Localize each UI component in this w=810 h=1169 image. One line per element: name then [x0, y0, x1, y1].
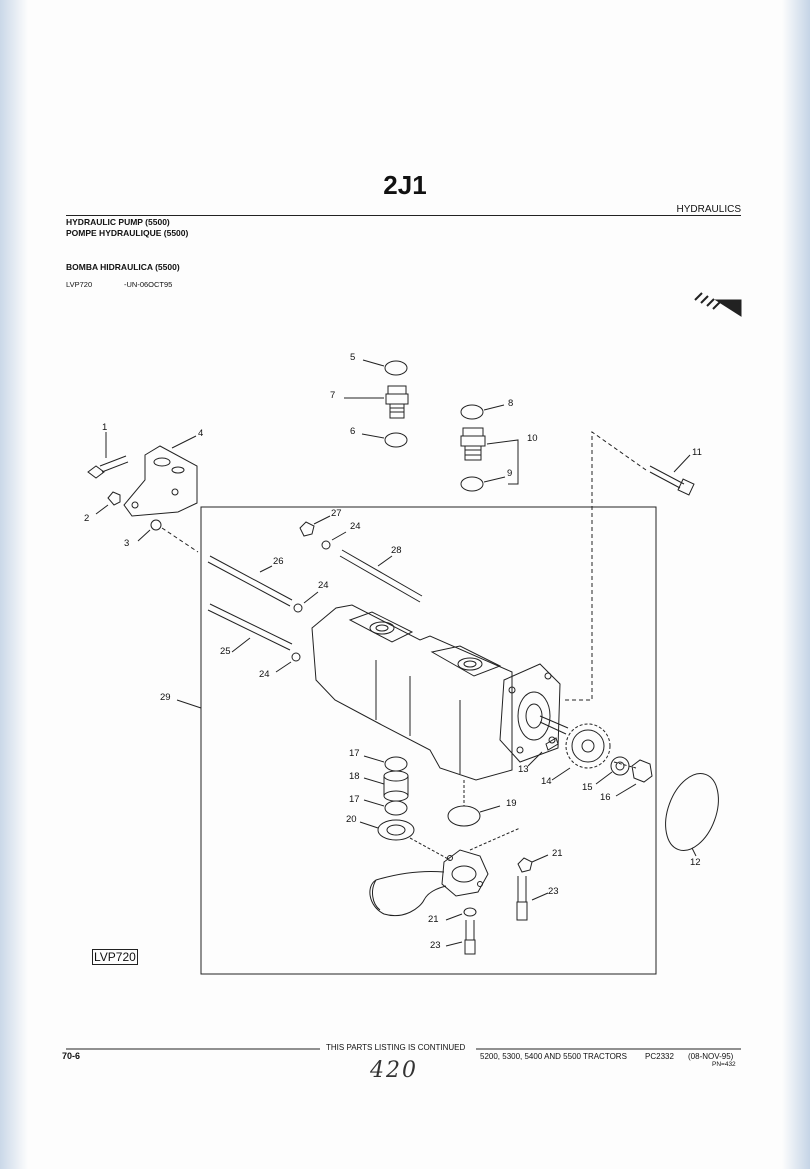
stud-28	[339, 549, 423, 603]
models-label: 5200, 5300, 5400 AND 5500 TRACTORS	[480, 1052, 627, 1061]
callout-13: 13	[518, 764, 529, 775]
callout-24b: 24	[318, 580, 329, 591]
lock-washer-15	[610, 756, 630, 776]
title-spanish: BOMBA HIDRAULICA (5500)	[66, 262, 180, 272]
ref-date: -UN-06OCT95	[124, 280, 173, 289]
ref-code: LVP720	[66, 280, 93, 289]
callout-3: 3	[124, 538, 130, 549]
gasket-kit-frame	[200, 506, 657, 975]
callout-17a: 17	[349, 748, 360, 759]
callout-20: 20	[346, 814, 357, 825]
callout-24c: 24	[259, 669, 270, 680]
hydraulic-pump-body	[311, 604, 569, 781]
washer-21b	[463, 907, 477, 917]
stud-26	[207, 555, 293, 607]
direction-arrow-icon	[694, 292, 742, 317]
callout-18: 18	[349, 771, 360, 782]
callout-23a: 23	[548, 886, 559, 897]
callout-21a: 21	[552, 848, 563, 859]
callout-7: 7	[330, 390, 336, 401]
o-ring-9	[460, 476, 484, 492]
callout-19: 19	[506, 798, 517, 809]
nut-2	[107, 491, 121, 506]
callout-4: 4	[198, 428, 204, 439]
nut-16	[631, 759, 653, 783]
mounting-bracket-4	[123, 445, 198, 517]
callout-11: 11	[692, 447, 702, 458]
catalog-number: PC2332	[645, 1052, 674, 1061]
o-ring-5	[384, 360, 408, 376]
bolt-23a	[516, 876, 528, 921]
callout-24a: 24	[350, 521, 361, 532]
o-ring-17b	[384, 800, 408, 816]
callout-21b: 21	[428, 914, 439, 925]
fitting-18	[383, 770, 409, 802]
nut-21a	[517, 857, 533, 873]
callout-12: 12	[690, 857, 701, 868]
callout-9: 9	[507, 468, 513, 479]
scan-edge-left	[0, 0, 28, 1169]
page-number: 70-6	[62, 1051, 81, 1061]
callout-14: 14	[541, 776, 552, 787]
spacer-20	[377, 819, 415, 841]
bolt-11	[649, 465, 695, 496]
callout-25: 25	[220, 646, 231, 657]
suction-elbow	[369, 849, 489, 916]
callout-1: 1	[102, 422, 108, 433]
scan-edge-right	[782, 0, 810, 1169]
callout-23b: 23	[430, 940, 441, 951]
bolt-1	[87, 455, 129, 479]
revision-date: (08-NOV-95)	[688, 1052, 734, 1061]
nut-27	[299, 521, 315, 537]
o-ring-12	[665, 773, 719, 851]
callout-29: 29	[160, 692, 171, 703]
gear-14	[565, 723, 611, 769]
washer-24a	[321, 540, 331, 550]
washer-24c	[291, 652, 301, 662]
callout-27: 27	[331, 508, 342, 519]
category-label: HYDRAULICS	[676, 204, 741, 215]
o-ring-6	[384, 432, 408, 448]
section-code: 2J1	[383, 170, 427, 200]
callout-26: 26	[273, 556, 284, 567]
fitting-7	[385, 385, 409, 419]
bolt-23b	[464, 920, 476, 955]
o-ring-17a	[384, 756, 408, 772]
washer-3	[150, 519, 162, 531]
key-13	[545, 737, 559, 751]
callout-28: 28	[391, 545, 402, 556]
header-rule	[66, 215, 741, 216]
o-ring-19	[447, 805, 481, 827]
callout-10: 10	[527, 433, 538, 444]
stud-25	[207, 603, 293, 651]
callout-15: 15	[582, 782, 593, 793]
callout-17b: 17	[349, 794, 360, 805]
title-english: HYDRAULIC PUMP (5500)	[66, 217, 170, 227]
callout-2: 2	[84, 513, 90, 524]
callout-16: 16	[600, 792, 611, 803]
o-ring-8	[460, 404, 484, 420]
handwritten-page-number: 420	[370, 1058, 418, 1083]
continued-notice: THIS PARTS LISTING IS CONTINUED	[326, 1043, 466, 1052]
title-french: POMPE HYDRAULIQUE (5500)	[66, 228, 189, 238]
pn-number: PN=432	[712, 1061, 736, 1068]
callout-5: 5	[350, 352, 356, 363]
callout-6: 6	[350, 426, 356, 437]
fitting-10	[460, 427, 486, 461]
washer-24b	[293, 603, 303, 613]
callout-8: 8	[508, 398, 514, 409]
image-label: LVP720	[92, 949, 138, 965]
